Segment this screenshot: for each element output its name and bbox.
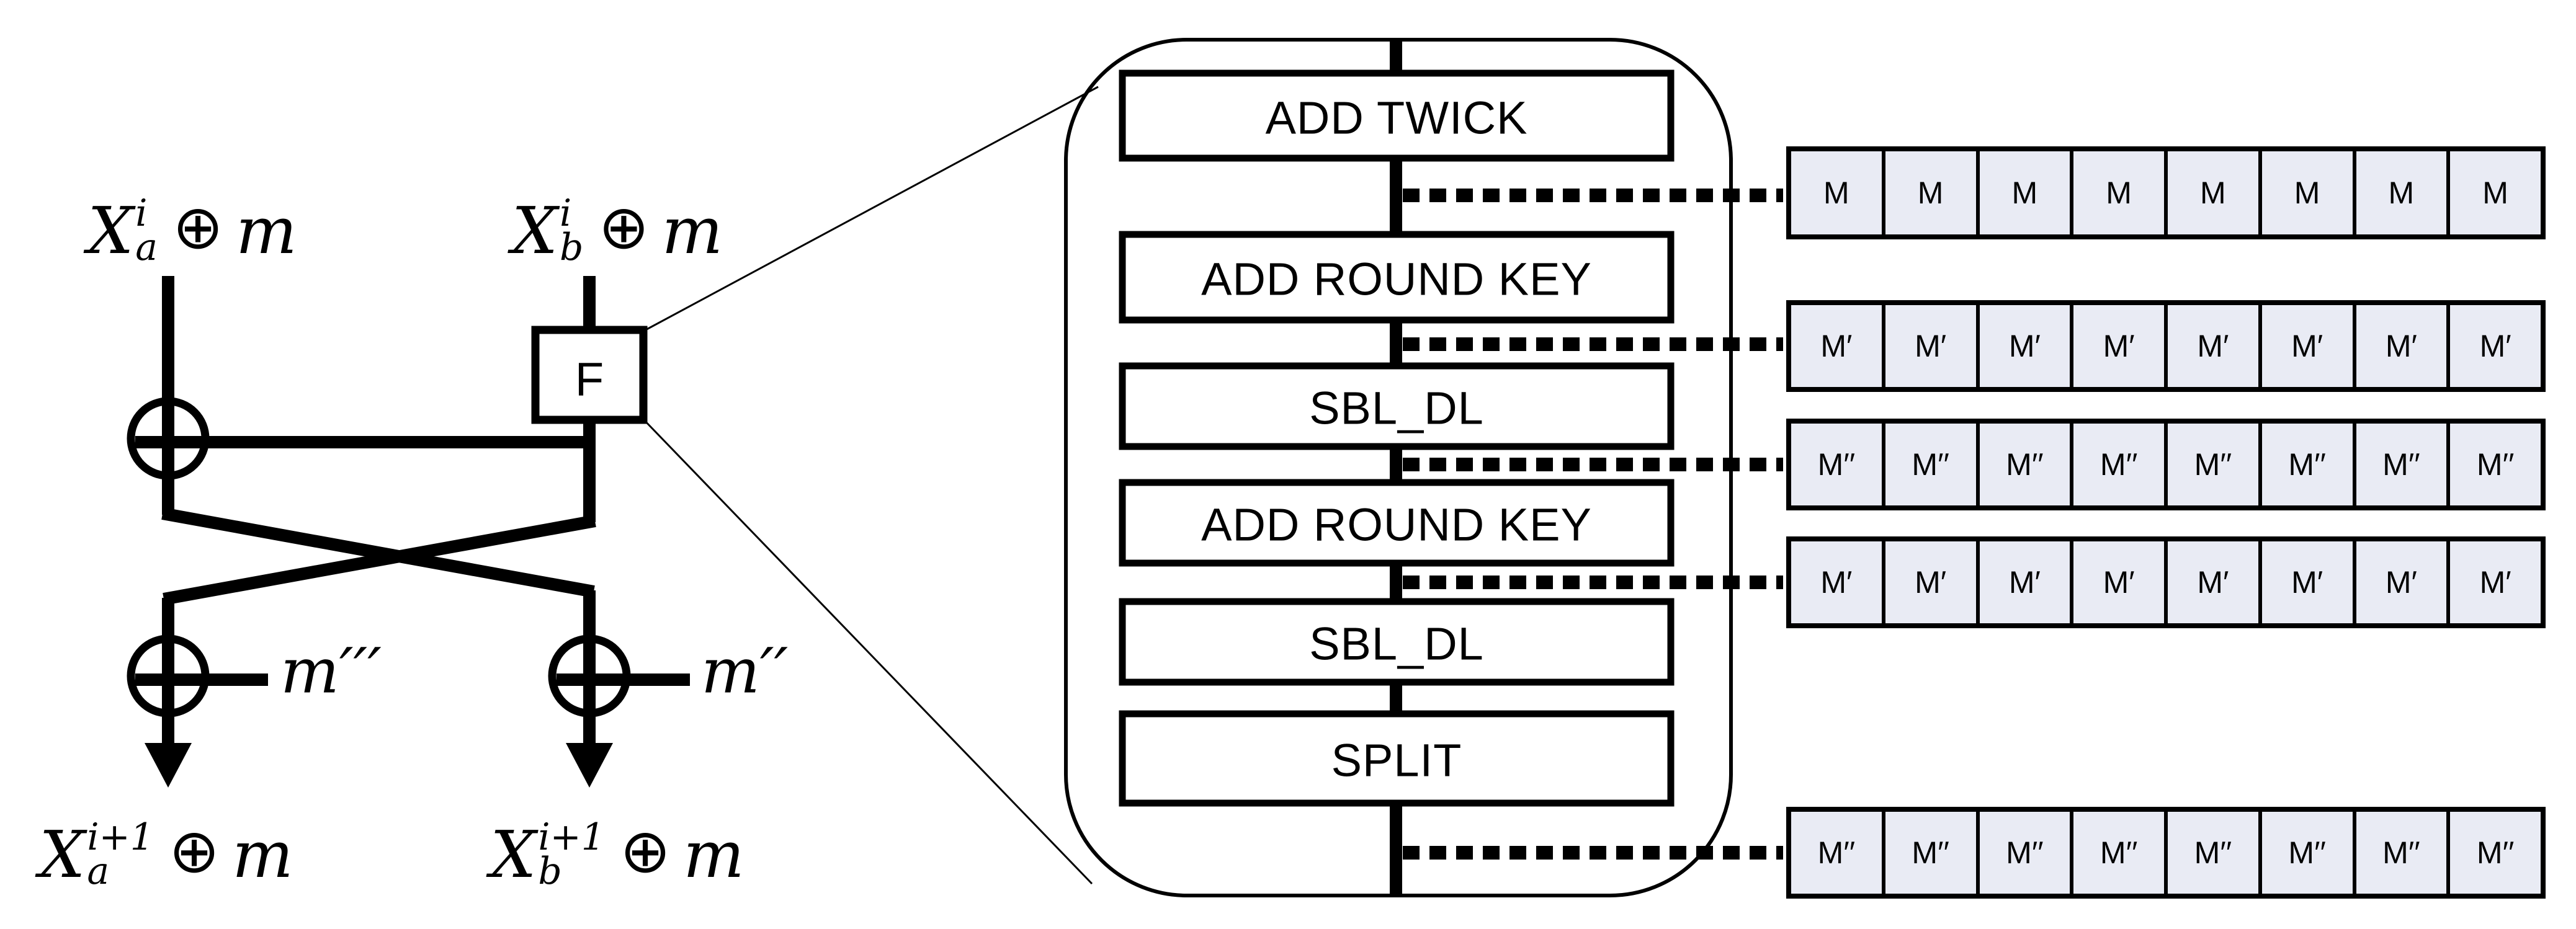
memory-cell: M′′: [1791, 812, 1882, 894]
memory-cell: M′′: [1881, 812, 1976, 894]
math-base: X: [39, 817, 86, 892]
math-subscript: b: [538, 850, 562, 893]
memory-cell: M: [2164, 151, 2258, 234]
step-box-sbl-dl-1: [1119, 362, 1675, 450]
memory-cell: M: [2070, 151, 2164, 234]
memory-cell: M: [2446, 151, 2541, 234]
math-operand: m: [232, 817, 293, 892]
xor-operator-icon: ⊕: [598, 192, 650, 263]
memory-cell: M′′: [1791, 424, 1882, 505]
memory-cell: M′′: [2446, 812, 2541, 894]
memory-cell: M′′: [2164, 812, 2258, 894]
step-label: SBL_DL: [1309, 618, 1484, 670]
callout-line-bottom: [641, 417, 1093, 885]
xor-icon: [127, 634, 210, 718]
step-box-add-twick: [1119, 69, 1675, 162]
math-superscript: i+1: [87, 815, 154, 859]
memory-cell: M′′: [2070, 812, 2164, 894]
step-label: SPLIT: [1331, 735, 1462, 786]
xor-icon: [127, 397, 210, 480]
memory-cell: M′′: [1975, 812, 2070, 894]
mask-label-m-double-prime: m′′: [701, 634, 789, 708]
memory-cell: M: [1791, 151, 1882, 234]
math-operand: m: [236, 193, 297, 269]
math-operand: m: [661, 193, 723, 269]
f-function-label: F: [575, 353, 604, 406]
memory-cell: M′: [2352, 541, 2447, 623]
xor-operator-icon: ⊕: [172, 192, 224, 263]
step-label: ADD ROUND KEY: [1201, 254, 1592, 305]
math-subscript: a: [135, 226, 158, 269]
memory-cell: M′: [1791, 305, 1882, 387]
math-superscript: i: [135, 191, 148, 235]
memory-cell: M: [1975, 151, 2070, 234]
memory-row: M′′M′′M′′M′′M′′M′′M′′M′′: [1786, 807, 2546, 899]
step-box-split: [1119, 710, 1675, 807]
memory-cell: M′: [2164, 305, 2258, 387]
memory-cell: M′: [1791, 541, 1882, 623]
memory-cell: M: [1881, 151, 1976, 234]
arrow-down-icon: [566, 743, 613, 788]
math-subscript: b: [559, 226, 584, 269]
math-subscript: a: [87, 850, 110, 893]
memory-cell: M′: [1881, 305, 1976, 387]
step-label: ADD ROUND KEY: [1201, 499, 1592, 551]
memory-cell: M′: [2258, 541, 2353, 623]
swap-diagonal-left-to-right: [161, 507, 595, 598]
memory-cell: M′: [1881, 541, 1976, 623]
swap-diagonal-right-to-left: [163, 515, 596, 605]
memory-cell: M′′: [1881, 424, 1976, 505]
step-label: SBL_DL: [1309, 383, 1484, 434]
memory-cell: M′′: [2258, 424, 2353, 505]
memory-row: M′M′M′M′M′M′M′M′: [1786, 300, 2546, 392]
math-superscript: i: [559, 191, 572, 235]
memory-cell: M′: [2258, 305, 2353, 387]
xor-icon: [548, 634, 631, 718]
memory-cell: M′: [2070, 305, 2164, 387]
memory-cell: M′: [1975, 305, 2070, 387]
mask-label-m-triple-prime: m′′′: [280, 634, 382, 708]
f-function-box: [531, 326, 648, 424]
memory-cell: M: [2258, 151, 2353, 234]
math-base: X: [511, 193, 558, 269]
memory-cell: M′: [2164, 541, 2258, 623]
math-base: X: [490, 817, 537, 892]
xor-operator-icon: ⊕: [619, 816, 671, 887]
arrow-down-icon: [145, 743, 192, 788]
step-box-sbl-dl-2: [1119, 598, 1675, 686]
math-base: X: [87, 193, 134, 269]
step-label: ADD TWICK: [1266, 92, 1528, 144]
memory-cell: M′: [2446, 541, 2541, 623]
memory-cell: M′′: [1975, 424, 2070, 505]
memory-row: M′M′M′M′M′M′M′M′: [1786, 536, 2546, 628]
memory-cell: M′: [2352, 305, 2447, 387]
memory-cell: M′′: [2352, 812, 2447, 894]
step-box-add-round-key-2: [1119, 479, 1675, 567]
memory-cell: M′′: [2446, 424, 2541, 505]
callout-line-top: [642, 86, 1099, 333]
memory-cell: M′: [2070, 541, 2164, 623]
math-superscript: i+1: [538, 815, 605, 859]
memory-cell: M′′: [2164, 424, 2258, 505]
step-box-add-round-key-1: [1119, 231, 1675, 324]
memory-cell: M: [2352, 151, 2447, 234]
memory-cell: M′′: [2258, 812, 2353, 894]
memory-cell: M′′: [2070, 424, 2164, 505]
memory-cell: M′′: [2352, 424, 2447, 505]
xor-operator-icon: ⊕: [168, 816, 220, 887]
memory-cell: M′: [2446, 305, 2541, 387]
memory-cell: M′: [1975, 541, 2070, 623]
math-operand: m: [683, 817, 745, 892]
memory-row: M′′M′′M′′M′′M′′M′′M′′M′′: [1786, 419, 2546, 510]
